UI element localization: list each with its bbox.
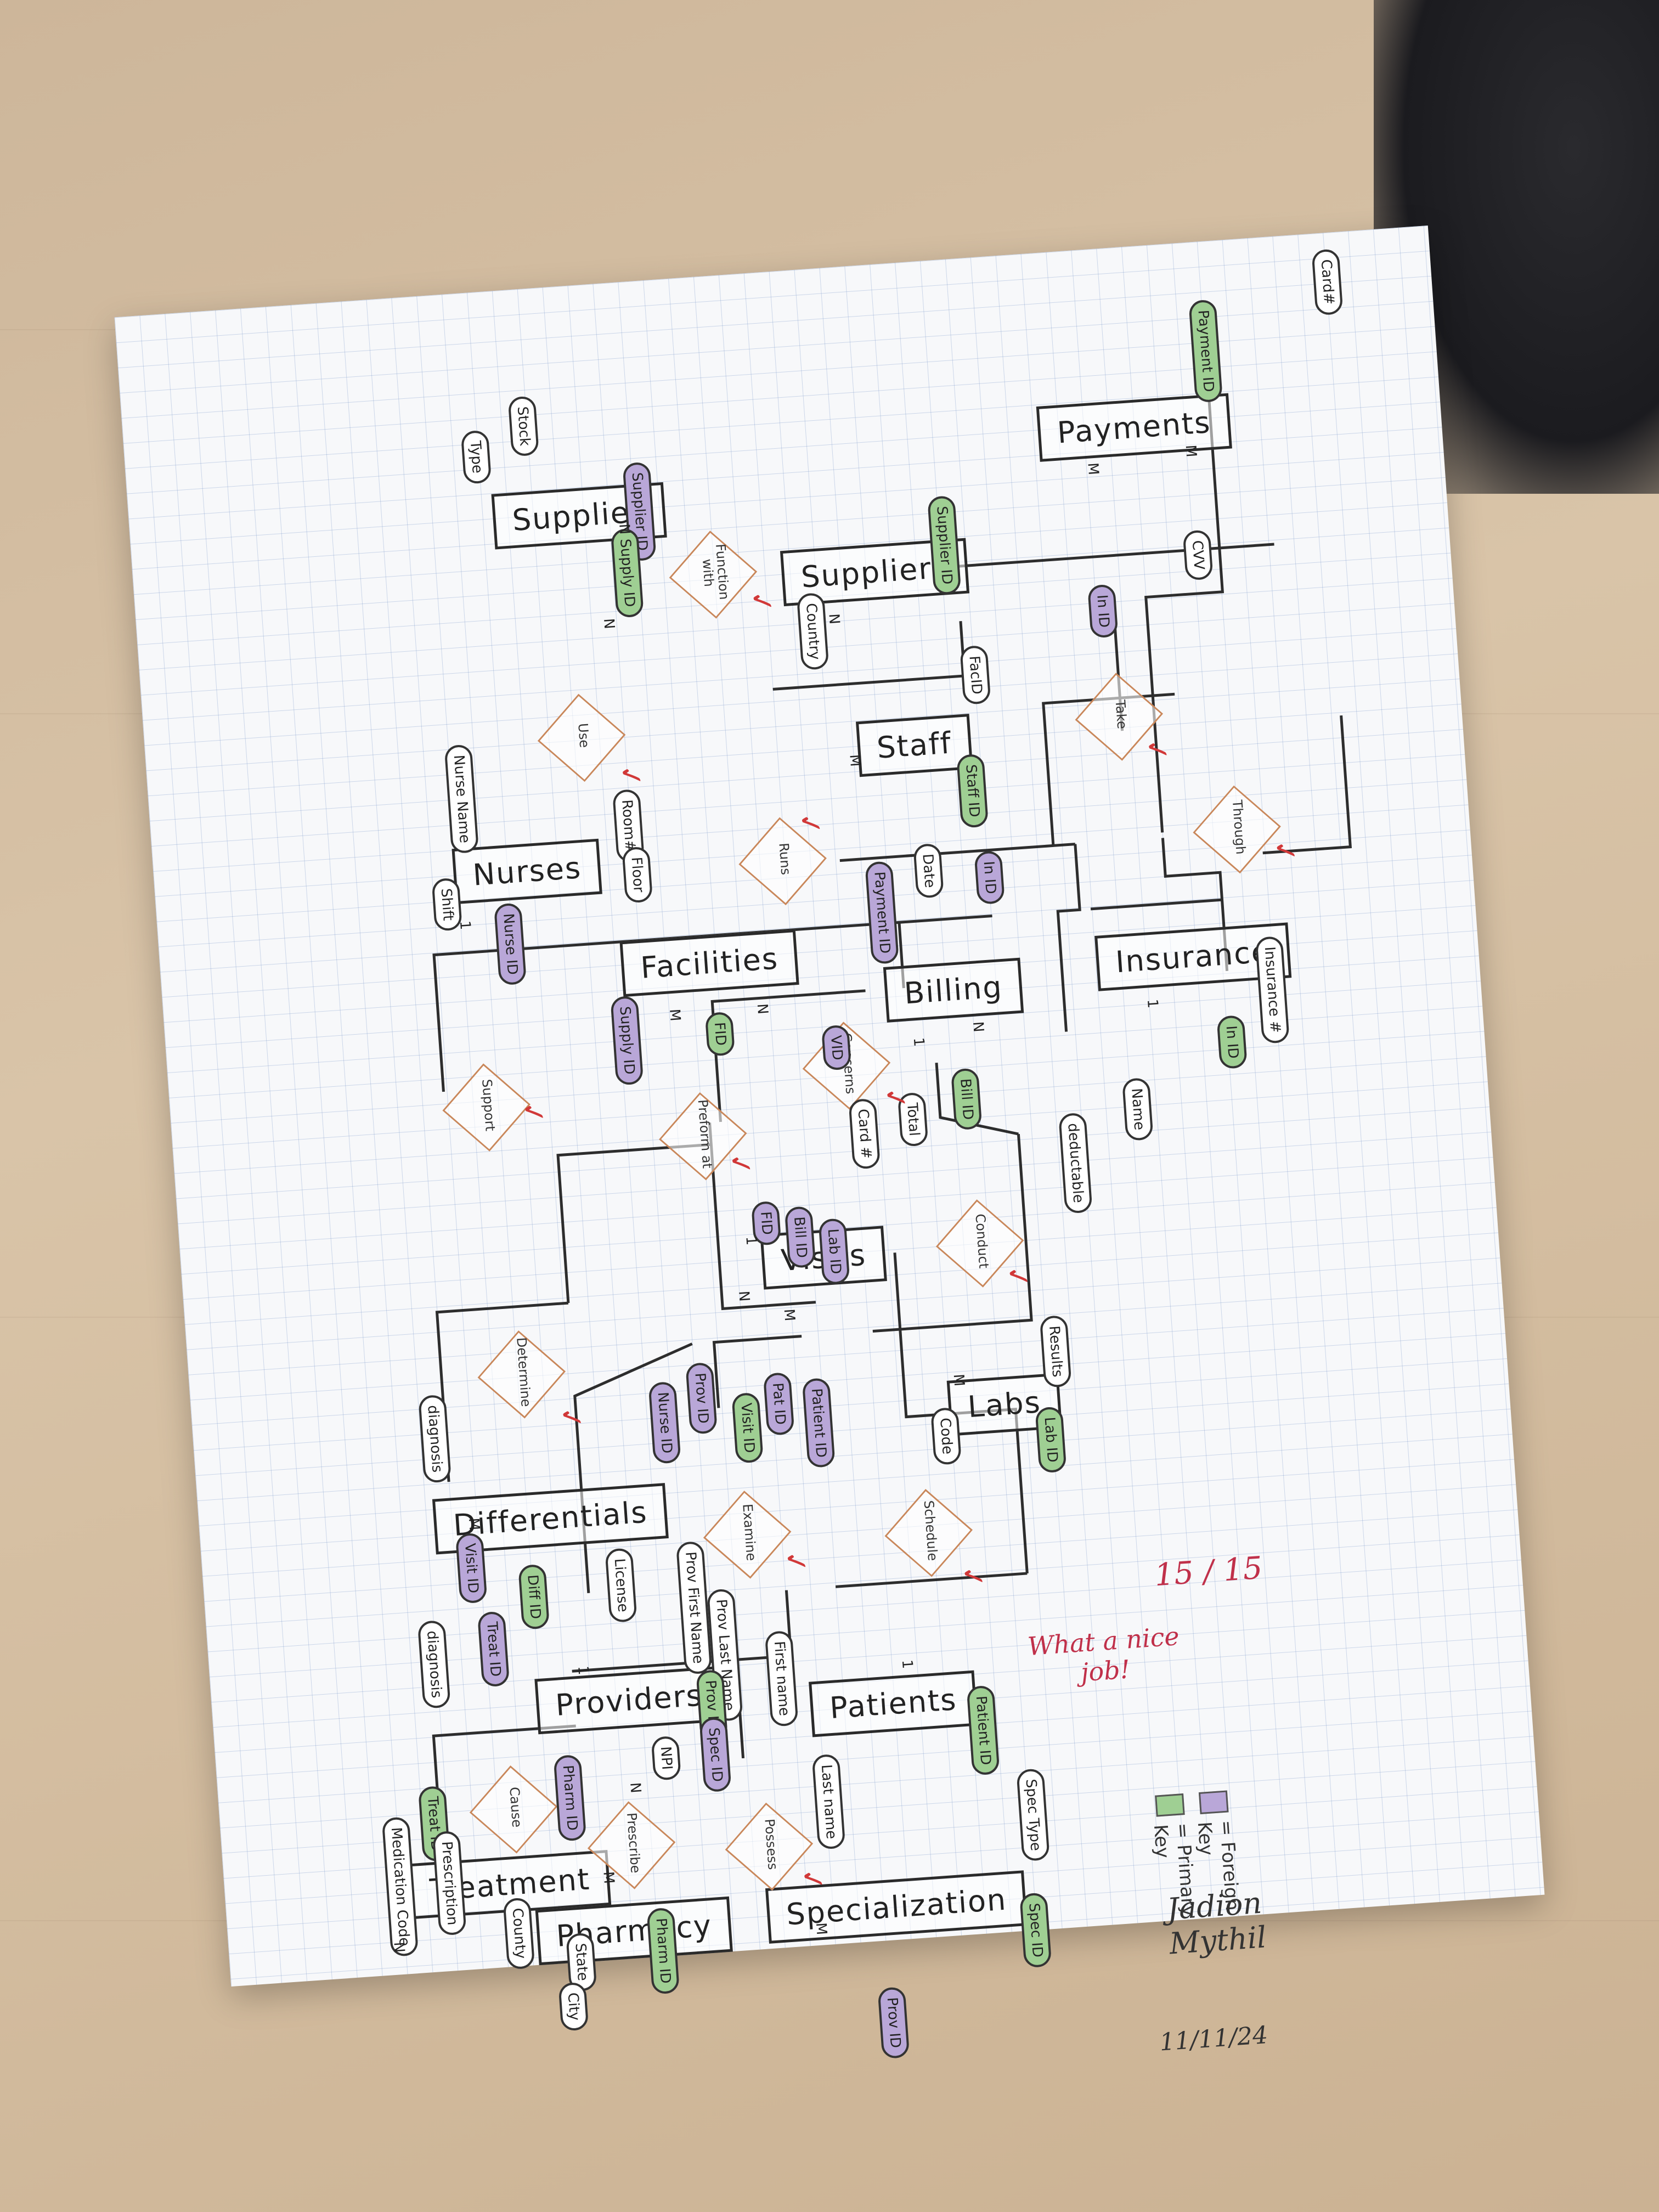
attr-bill-id: Bill ID (950, 1068, 983, 1131)
attr-cvv: CVV (1182, 529, 1214, 581)
attr-floor: Floor (622, 846, 653, 904)
relationship-schedule[interactable]: Schedule (884, 1487, 974, 1577)
attr-code: Code (930, 1407, 962, 1465)
entity-nurses-label: Nurses (471, 850, 583, 893)
signature-name: Jadion Mythil (1166, 1885, 1268, 1961)
cardinality-payments-m-2: M (1084, 462, 1102, 476)
cardinality-patients-1: 1 (898, 1659, 916, 1669)
attr-diff-id: Diff ID (518, 1564, 550, 1630)
attr-card-num-2: Card # (848, 1098, 881, 1170)
attr-results: Results (1039, 1314, 1072, 1388)
attr-pharm-id-2: Pharm ID (646, 1907, 680, 1995)
cardinality-specialization-m: M (812, 1922, 830, 1936)
attr-date: Date (913, 843, 944, 899)
er-diagram: Payments Suppliers Supplies Staff Insura… (115, 225, 1545, 2059)
attr-county: County (503, 1897, 535, 1970)
entity-suppliers-label: Suppliers (800, 550, 950, 595)
entity-insurance-label: Insurance (1114, 934, 1272, 980)
entity-labs-label: Labs (966, 1385, 1042, 1425)
entity-staff-label: Staff (876, 725, 953, 765)
cardinality-insurance-1: 1 (1143, 998, 1161, 1009)
cardinality-supplies-n-2: N (600, 618, 618, 630)
cardinality-supplies-n: N (616, 523, 633, 535)
legend-primary-swatch (1155, 1793, 1185, 1817)
grade-score: 15 / 15 (1153, 1550, 1264, 1594)
relationship-cause-label: Cause (506, 1786, 525, 1828)
cardinality-facilities-n: N (753, 1003, 771, 1015)
cardinality-visits-1: 1 (742, 1235, 760, 1246)
relationship-determine[interactable]: Determine (477, 1328, 567, 1419)
attr-in-id: In ID (1087, 584, 1119, 639)
attr-vid: VID (821, 1024, 852, 1071)
cardinality-billing-1: 1 (910, 1037, 927, 1047)
cardinality-visits-m: M (780, 1308, 798, 1322)
relationship-determine-label: Determine (514, 1336, 534, 1408)
entity-providers-label: Providers (554, 1678, 704, 1723)
graph-paper-sheet: Payments Suppliers Supplies Staff Insura… (114, 225, 1545, 2059)
entity-payments-label: Payments (1056, 405, 1212, 450)
entity-billing[interactable]: Billing (883, 957, 1024, 1023)
entity-patients[interactable]: Patients (809, 1670, 978, 1737)
entity-facilities-label: Facilities (639, 941, 780, 985)
cardinality-visits-n: N (735, 1290, 753, 1302)
cardinality-labs-m: M (950, 1373, 968, 1387)
legend-foreign-swatch (1198, 1790, 1229, 1815)
cardinality-facilities-m: M (666, 1008, 684, 1022)
attr-fid: FID (704, 1011, 736, 1057)
attr-nurse-id: Nurse ID (493, 902, 527, 986)
cardinality-staff-m: M (846, 754, 864, 768)
signature-date: 11/11/24 (1158, 2021, 1269, 2057)
grade-total-value: 15 (1222, 1550, 1264, 1589)
relationship-use[interactable]: Use (537, 692, 628, 782)
attr-visit-id-2: Visit ID (455, 1532, 488, 1604)
attr-stock: Stock (507, 396, 539, 457)
attr-visit-id: Visit ID (731, 1392, 764, 1464)
attr-fac-id: FacID (960, 645, 991, 706)
attr-city: City (558, 1982, 589, 2032)
cardinality-providers-1: 1 (574, 1665, 592, 1676)
cardinality-suppliers-n: N (825, 613, 843, 625)
relationship-use-label: Use (575, 723, 592, 748)
relationship-cause[interactable]: Cause (469, 1763, 560, 1854)
attr-nurse-id-2: Nurse ID (648, 1381, 681, 1464)
attr-type: Type (460, 430, 492, 484)
paper-stage: Payments Suppliers Supplies Staff Insura… (114, 225, 1545, 2059)
entity-staff[interactable]: Staff (855, 714, 973, 777)
attr-license: License (605, 1548, 637, 1623)
cardinality-billing-n: N (969, 1021, 987, 1033)
attr-name: Name (1121, 1077, 1154, 1141)
attr-prov-id: Prov ID (685, 1362, 718, 1435)
attr-spec-id-2: Spec ID (1019, 1892, 1052, 1968)
attr-bill-id-2: Bill ID (784, 1205, 816, 1269)
cardinality-pharmacy-m: M (600, 1871, 617, 1884)
attr-pat-id: Pat ID (763, 1372, 795, 1436)
attr-in-id-3: In ID (1216, 1014, 1248, 1070)
entity-billing-label: Billing (903, 969, 1004, 1011)
attr-card-num: Card# (1311, 249, 1344, 315)
attr-lab-id: Lab ID (818, 1218, 850, 1285)
cardinality-nurses-1: 1 (456, 920, 473, 930)
attr-country: Country (796, 592, 830, 671)
attr-lab-id-2: Lab ID (1035, 1406, 1067, 1474)
relationship-schedule-label: Schedule (921, 1500, 941, 1561)
cardinality-differentials-m: M (465, 1517, 483, 1531)
attr-in-id-2: In ID (974, 850, 1005, 905)
attr-treat-id: Treat ID (477, 1611, 510, 1688)
attr-npi: NPI (651, 1735, 681, 1781)
attr-prov-id-3: Prov ID (877, 1987, 910, 2059)
entity-patients-label: Patients (828, 1682, 958, 1726)
attr-staff-id: Staff ID (956, 753, 989, 828)
cardinality-providers-n: N (627, 1781, 644, 1794)
cardinality-treatment-n: N (390, 1941, 408, 1954)
grade-score-value: 15 (1153, 1555, 1195, 1594)
attr-spec-id: Spec ID (699, 1717, 732, 1793)
cardinality-payments-m: M (1182, 444, 1200, 458)
